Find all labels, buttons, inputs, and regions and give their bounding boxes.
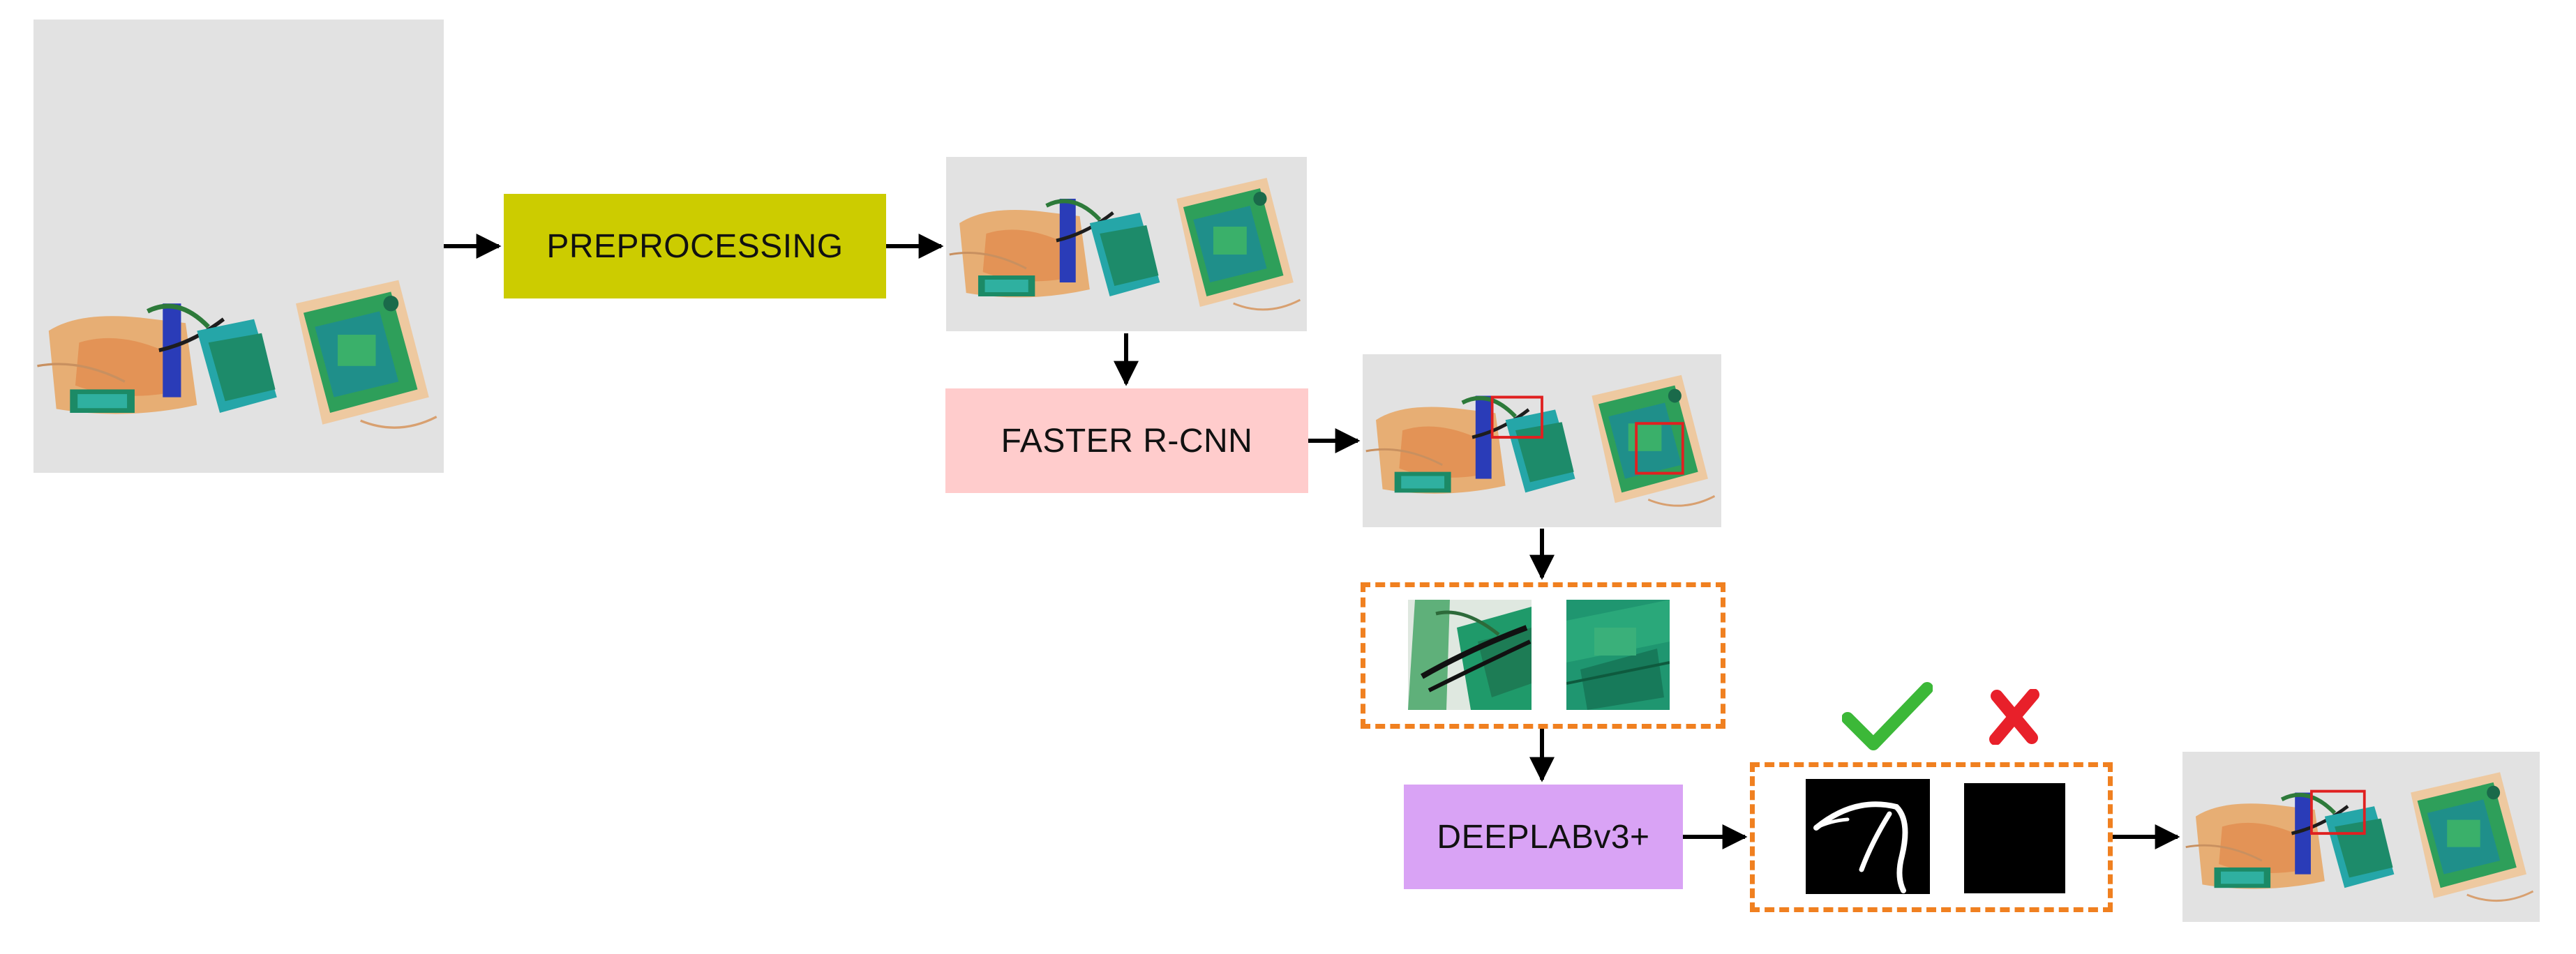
check-icon [1841,680,1933,753]
deeplab-step: DEEPLABv3+ [1404,785,1683,889]
faster-rcnn-step: FASTER R-CNN [945,388,1308,493]
segmentation-mask-pliers [1806,779,1930,894]
final-detection-box [2309,789,2366,835]
segmentation-masks-group [1750,762,2113,912]
deeplab-label: DEEPLABv3+ [1437,818,1650,856]
segmentation-mask-empty [1964,783,2065,893]
final-output-image [2182,752,2540,922]
cropped-regions-group [1361,582,1725,729]
preprocessed-xray-image [946,157,1307,331]
detection-box-board [1635,422,1684,475]
cross-icon [1987,688,2042,745]
detection-box-pliers [1490,395,1543,439]
faster-rcnn-label: FASTER R-CNN [1001,422,1253,460]
cropped-region-pliers [1408,600,1532,710]
preprocessing-step: PREPROCESSING [504,194,886,298]
faster-rcnn-detection-image [1363,354,1721,527]
preprocessing-label: PREPROCESSING [546,227,844,265]
cropped-region-board [1566,600,1670,710]
input-xray-image [33,20,444,473]
